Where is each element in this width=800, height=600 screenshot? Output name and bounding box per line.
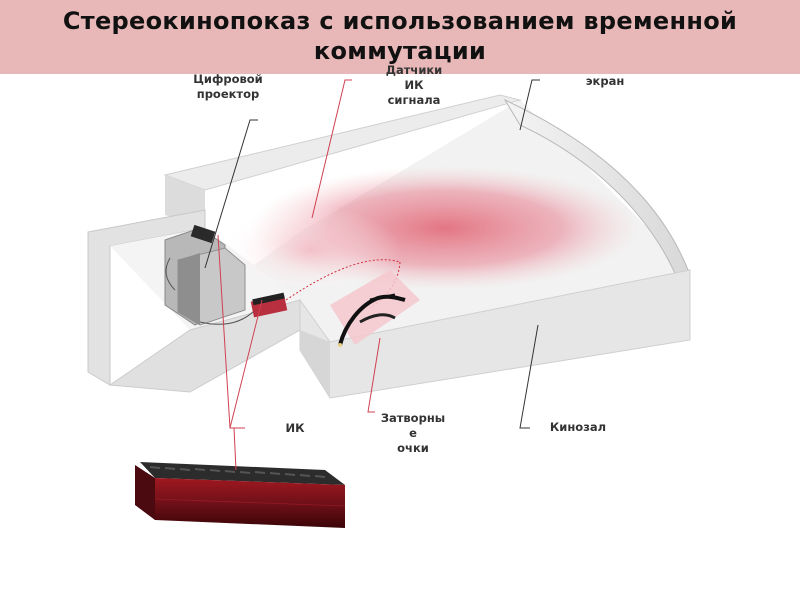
label-screen: экран <box>585 74 625 88</box>
slide-title: Стереокинопоказ с использованием временн… <box>0 6 800 66</box>
label-ir: ИК <box>285 421 305 435</box>
projection-beam <box>220 166 640 295</box>
leader-hall <box>519 324 539 429</box>
ir-emitter-bar <box>135 462 346 528</box>
label-ir-signal-line-2: ИК <box>404 78 424 92</box>
front-wall <box>299 269 691 399</box>
shutter-glasses <box>330 270 420 347</box>
projector-sensor <box>190 224 216 244</box>
leader-ir-sensor <box>311 79 352 219</box>
title-bar <box>0 0 800 74</box>
leader-projector <box>204 119 258 269</box>
label-hall: Кинозал <box>549 420 607 434</box>
digital-projector <box>164 224 256 326</box>
label-glasses-line-1: Затворны <box>380 411 446 425</box>
label-projector-line-1: Цифровой <box>193 72 263 86</box>
label-ir-signal-line-3: сигнала <box>387 93 441 107</box>
label-glasses: Затворны е очки <box>375 411 451 456</box>
slide-title-line-1: Стереокинопоказ с использованием временн… <box>62 7 738 35</box>
label-projector: Цифровой проектор <box>180 72 276 102</box>
slide-title-line-2: коммутации <box>313 37 487 65</box>
ir-emitter-small <box>250 292 288 318</box>
label-ir-signal: Датчики ИК сигнала <box>364 63 464 108</box>
leader-glasses <box>367 337 381 413</box>
label-ir-signal-line-1: Датчики <box>385 63 443 77</box>
leader-screen <box>519 79 540 131</box>
label-projector-line-2: проектор <box>196 87 260 101</box>
label-glasses-line-2: е <box>409 426 417 440</box>
label-glasses-line-3: очки <box>397 441 429 455</box>
leader-lines <box>204 79 540 471</box>
